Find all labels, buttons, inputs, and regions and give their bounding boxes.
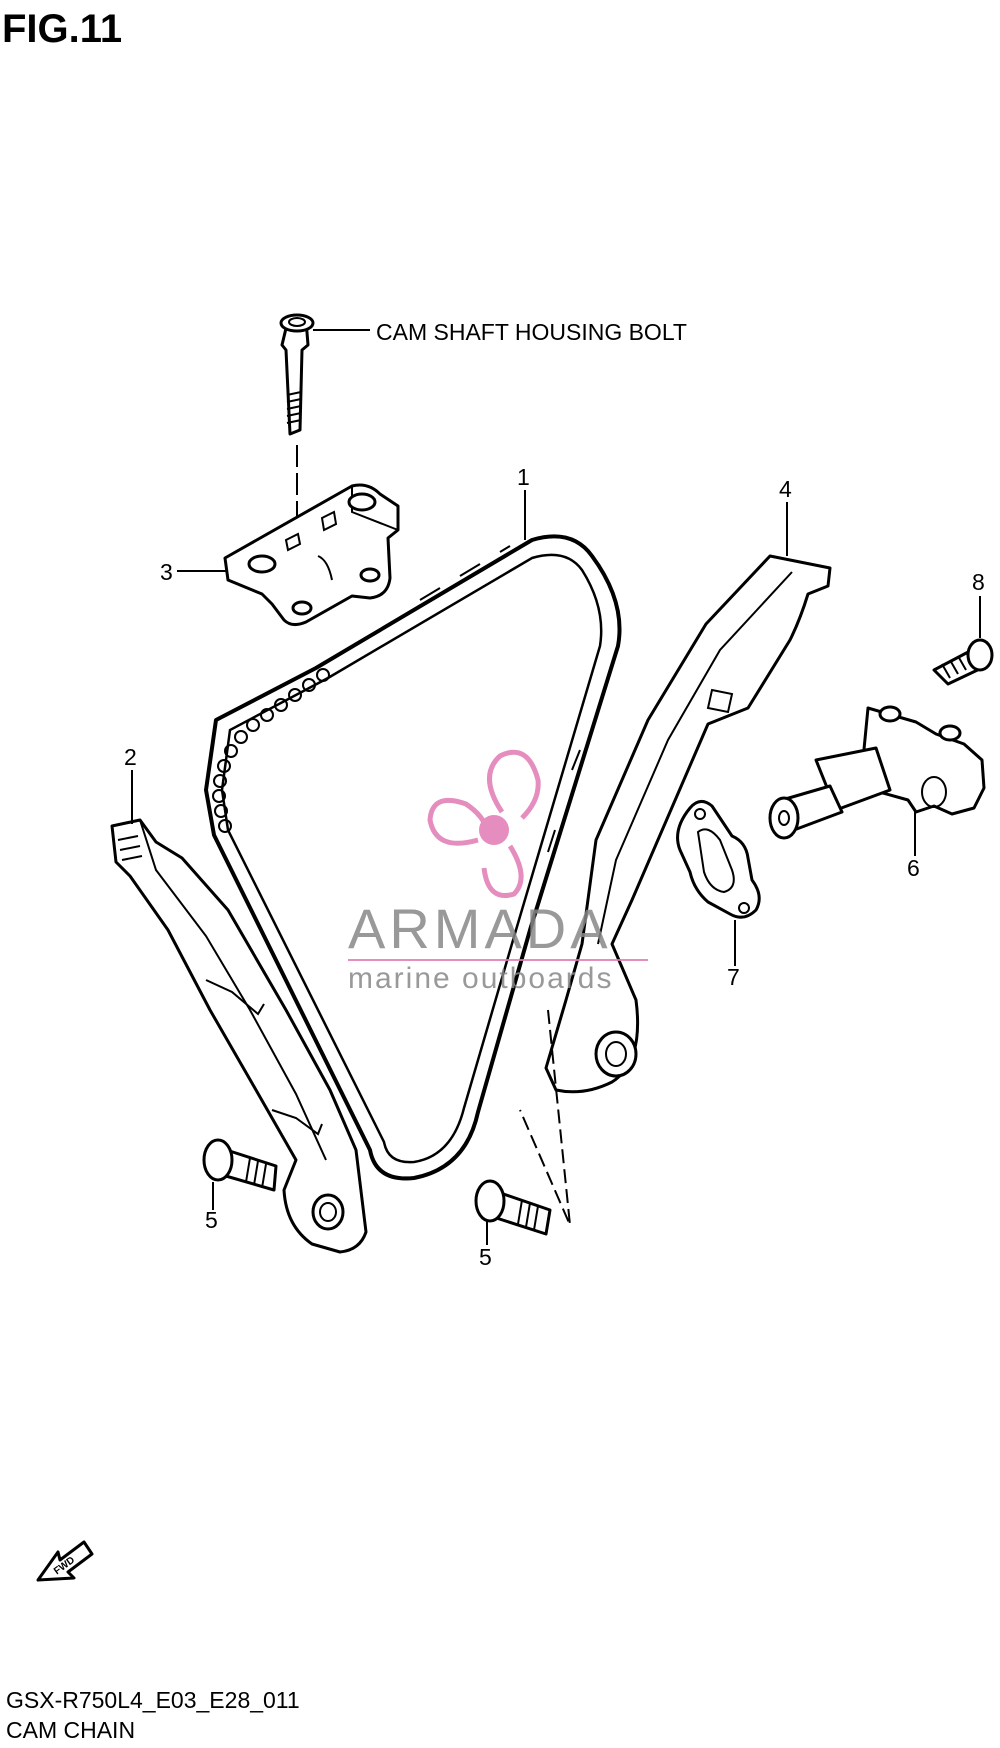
callout-5-left: 5 xyxy=(205,1207,218,1233)
chain-tensioner-adjuster xyxy=(768,705,986,840)
armada-watermark: ARMADA marine outboards xyxy=(348,749,648,995)
callout-6: 6 xyxy=(907,855,920,881)
callout-1: 1 xyxy=(517,464,530,490)
cam-chain xyxy=(204,534,622,1181)
figure-title: FIG.11 xyxy=(2,7,122,51)
chain-tensioner-guide xyxy=(544,554,832,1094)
drawing-code: GSX-R750L4_E03_E28_011 xyxy=(6,1687,300,1713)
callout-4: 4 xyxy=(779,476,792,502)
callout-2: 2 xyxy=(124,744,137,770)
guide-bolt-center xyxy=(474,1179,552,1236)
fwd-arrow-icon: FWD xyxy=(36,1540,94,1582)
adjuster-bolt xyxy=(932,638,994,686)
watermark-brand: ARMADA xyxy=(348,897,612,960)
callout-8: 8 xyxy=(972,569,985,595)
callout-5-center: 5 xyxy=(479,1244,492,1270)
cam-shaft-housing-bolt-label: CAM SHAFT HOUSING BOLT xyxy=(376,319,687,345)
callout-7: 7 xyxy=(727,964,740,990)
guide-bolt-left xyxy=(202,1138,278,1192)
watermark-tagline: marine outboards xyxy=(348,962,613,995)
figure-caption: CAM CHAIN xyxy=(6,1717,135,1743)
cam-shaft-housing-bolt xyxy=(279,313,315,436)
tensioner-gasket xyxy=(676,800,761,919)
fixed-chain-guide xyxy=(110,818,368,1254)
chain-guide-bracket xyxy=(223,483,400,627)
callout-3: 3 xyxy=(160,559,173,585)
propeller-logo-icon xyxy=(427,749,541,898)
